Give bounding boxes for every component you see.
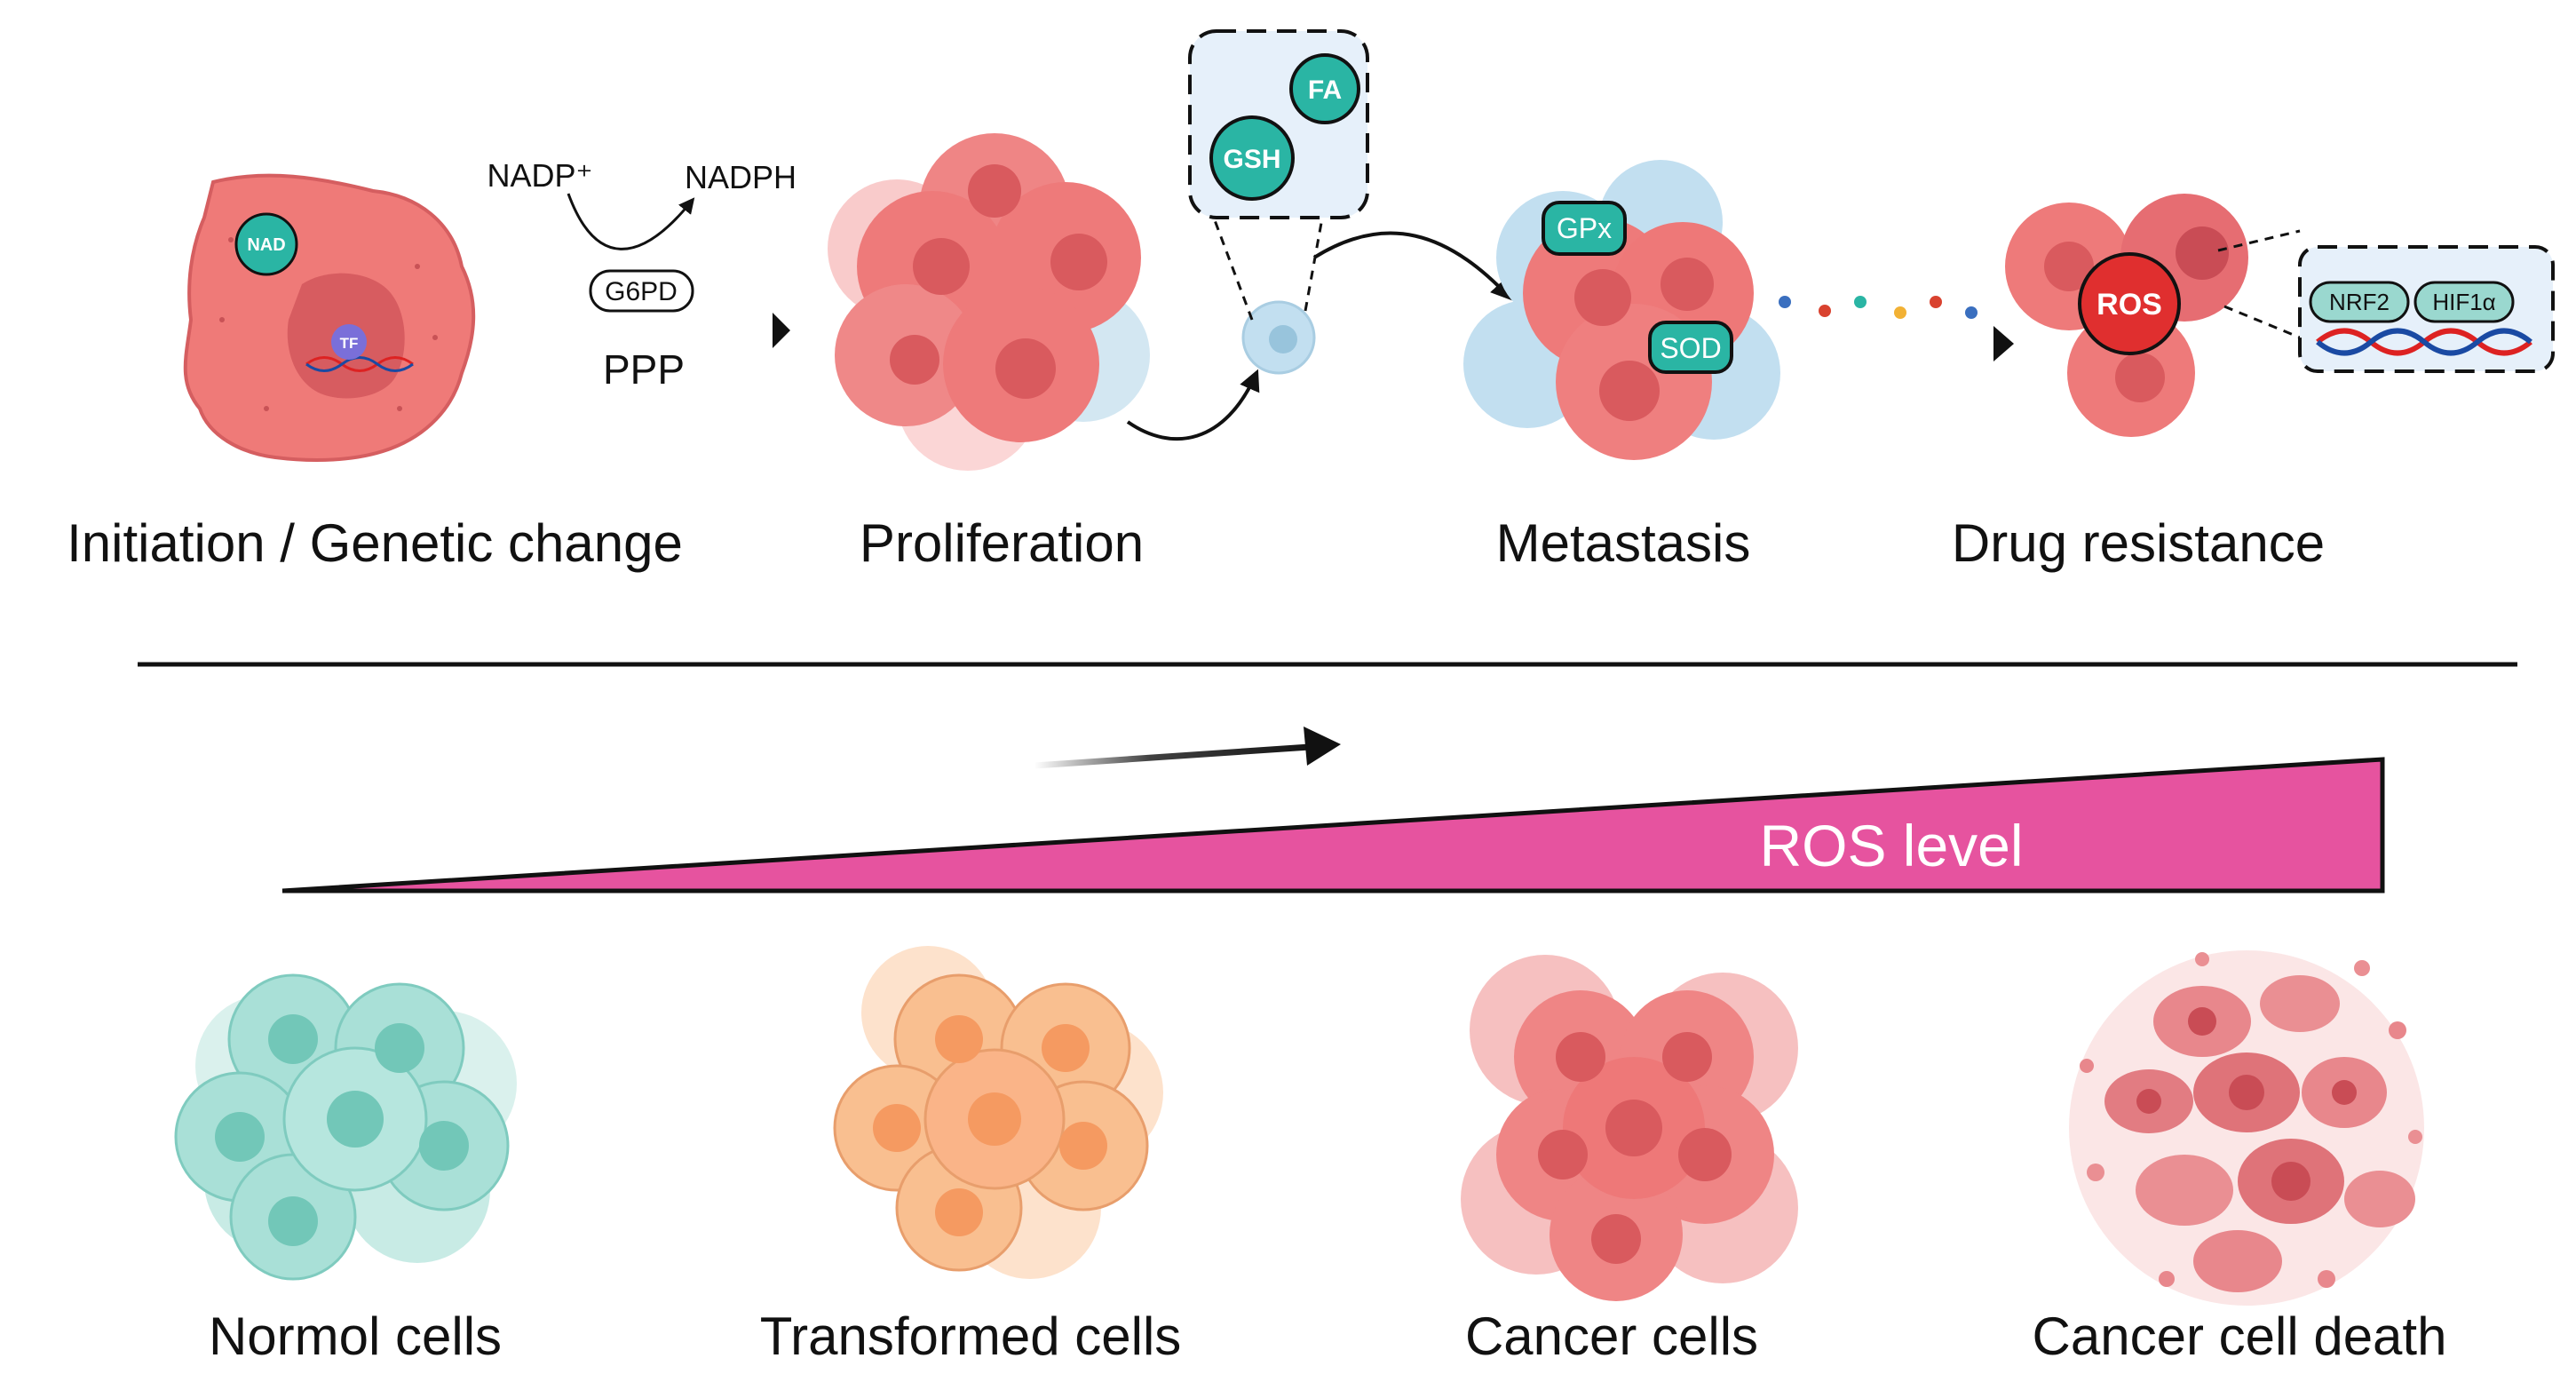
tf-label: TF xyxy=(340,335,359,352)
cell-label-cancer: Cancer cells xyxy=(1465,1307,1758,1366)
antioxidant-inset: GSH FA xyxy=(1188,29,1369,321)
g6pd-label: G6PD xyxy=(605,277,678,306)
ros-level-label: ROS level xyxy=(1759,813,2023,878)
circulation-to-metastasis-arrow xyxy=(1312,231,1513,301)
increase-arrow xyxy=(1034,727,1341,769)
signaling-dots xyxy=(1779,296,1978,319)
hif1a-label: HIF1α xyxy=(2432,289,2495,315)
stage-label-initiation: Initiation / Genetic change xyxy=(67,513,683,573)
fa-molecule: FA xyxy=(1289,53,1360,124)
gpx-molecule: GPx xyxy=(1542,201,1627,256)
proliferation-to-circulation-arrow xyxy=(1126,369,1260,441)
proliferation-cluster xyxy=(828,133,1150,471)
nad-label: NAD xyxy=(247,235,285,255)
cell-label-normal: Normol cells xyxy=(209,1307,502,1366)
ros-label: ROS xyxy=(2096,288,2162,322)
nrf2-molecule: NRF2 xyxy=(2309,281,2410,323)
stage-label-proliferation: Proliferation xyxy=(860,513,1144,573)
nadph-label: NADPH xyxy=(685,159,797,195)
cancer-cell-death-cluster xyxy=(2069,950,2424,1306)
ppp-label: PPP xyxy=(603,346,685,393)
transformed-cells-cluster xyxy=(833,946,1163,1279)
nrf2-label: NRF2 xyxy=(2329,289,2390,315)
ppp-reaction: NADP⁺ NADPH G6PD PPP xyxy=(487,157,797,393)
cancer-cells-cluster xyxy=(1461,955,1798,1301)
tf-molecule: TF xyxy=(331,324,367,360)
stage-label-drug-resistance: Drug resistance xyxy=(1952,513,2325,573)
nad-molecule: NAD xyxy=(234,212,298,276)
gsh-molecule: GSH xyxy=(1209,115,1295,201)
nadp-plus-label: NADP⁺ xyxy=(487,157,592,194)
dna-helix-large xyxy=(2316,328,2532,356)
fa-label: FA xyxy=(1308,75,1342,105)
sod-label: SOD xyxy=(1660,332,1721,364)
cell-label-transformed: Transformed cells xyxy=(760,1307,1182,1366)
stage-label-metastasis: Metastasis xyxy=(1496,513,1751,573)
metastasis-cluster: GPx SOD xyxy=(1463,160,1780,460)
gsh-label: GSH xyxy=(1223,145,1280,174)
ros-molecule: ROS xyxy=(2078,252,2181,355)
transcription-factor-inset: NRF2 HIF1α xyxy=(2298,245,2555,373)
hif1a-molecule: HIF1α xyxy=(2414,281,2515,323)
dna-helix-small xyxy=(305,356,414,372)
circulating-cell xyxy=(1241,300,1316,375)
normal-cells-cluster xyxy=(174,973,517,1281)
drug-resistance-cluster: ROS xyxy=(2005,194,2301,437)
initiation-cell: TF NAD xyxy=(183,173,476,462)
sod-molecule: SOD xyxy=(1648,321,1733,374)
cell-label-death: Cancer cell death xyxy=(2033,1307,2447,1366)
gpx-label: GPx xyxy=(1557,212,1612,244)
ros-level-wedge: ROS level xyxy=(281,757,2385,894)
